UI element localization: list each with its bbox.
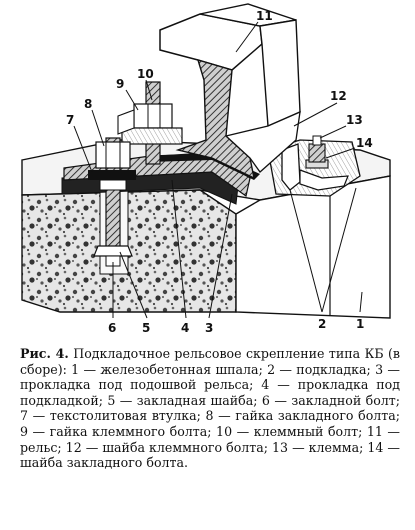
clamp <box>281 143 301 191</box>
textolite-sleeve <box>88 170 136 180</box>
sleeper-side <box>235 175 391 319</box>
callout-13: 13 <box>346 113 363 127</box>
pad-under-rail <box>150 152 260 180</box>
callout-9: 9 <box>116 77 124 91</box>
caption-text: Подкладочное рельсовое скрепление типа К… <box>20 346 400 471</box>
callout-8: 8 <box>84 97 92 111</box>
callout-11: 11 <box>256 9 273 23</box>
embedded-bolt-nut-right <box>308 143 326 163</box>
callout-2: 2 <box>318 317 326 331</box>
leader-lines <box>73 21 363 319</box>
rail <box>159 3 301 180</box>
caption-label: Рис. 4. <box>20 346 69 361</box>
callout-6: 6 <box>108 321 116 335</box>
clamp-bolt <box>117 81 183 165</box>
callout-10: 10 <box>137 67 154 81</box>
rail-fastening-drawing: 11 12 13 14 10 9 8 7 6 5 4 3 2 1 <box>21 3 391 335</box>
rail-section <box>175 58 255 180</box>
figure-caption: Рис. 4. Подкладочное рельсовое скреплени… <box>20 346 400 471</box>
callout-5: 5 <box>142 321 150 335</box>
callouts: 11 12 13 14 10 9 8 7 6 5 4 3 2 1 <box>66 9 373 335</box>
callout-7: 7 <box>66 113 74 127</box>
callout-12: 12 <box>330 89 347 103</box>
callout-1: 1 <box>356 317 364 331</box>
embedded-washer <box>93 245 133 257</box>
callout-4: 4 <box>181 321 189 335</box>
embedded-bolt-nut <box>95 141 131 169</box>
callout-3: 3 <box>205 321 213 335</box>
clamp-bolt-nut <box>133 103 173 129</box>
callout-14: 14 <box>356 136 373 150</box>
